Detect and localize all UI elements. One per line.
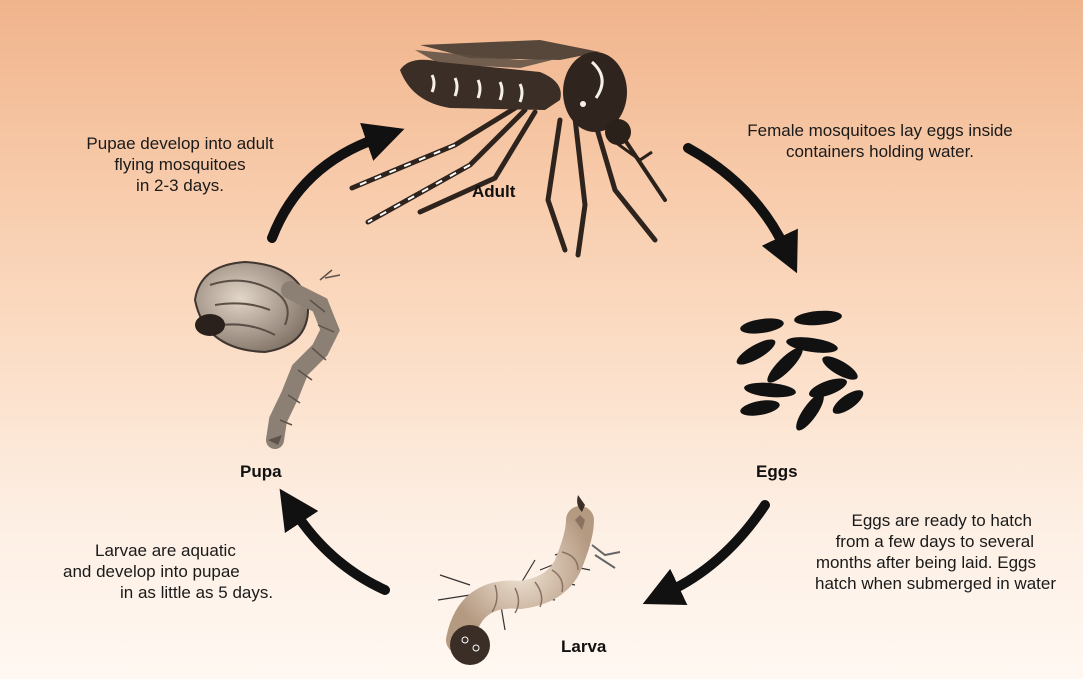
eggs-illustration <box>733 309 866 434</box>
stage-label-larva: Larva <box>561 637 606 657</box>
caption-line: Larvae are aquatic <box>55 540 355 561</box>
caption-line: and develop into pupae <box>55 561 355 582</box>
arrow-adult-to-eggs <box>688 148 785 248</box>
caption-adult-to-eggs: Female mosquitoes lay eggs inside contai… <box>715 120 1045 162</box>
pupa-illustration <box>195 262 340 445</box>
caption-line: hatch when submerged in water <box>720 573 1060 594</box>
stage-label-adult: Adult <box>472 182 515 202</box>
caption-line: from a few days to several <box>720 531 1060 552</box>
caption-line: Female mosquitoes lay eggs inside <box>715 120 1045 141</box>
caption-line: Pupae develop into adult <box>45 133 315 154</box>
cycle-arrows <box>272 138 785 592</box>
caption-larva-to-pupa: Larvae are aquatic and develop into pupa… <box>55 540 355 603</box>
caption-eggs-to-larva: Eggs are ready to hatch from a few days … <box>720 510 1060 594</box>
caption-line: flying mosquitoes <box>45 154 315 175</box>
caption-line: in 2-3 days. <box>45 175 315 196</box>
caption-line: in as little as 5 days. <box>55 582 355 603</box>
adult-mosquito-illustration <box>352 40 665 255</box>
caption-line: months after being laid. Eggs <box>720 552 1060 573</box>
caption-line: containers holding water. <box>715 141 1045 162</box>
caption-line: Eggs are ready to hatch <box>720 510 1060 531</box>
stage-label-eggs: Eggs <box>756 462 798 482</box>
caption-pupa-to-adult: Pupae develop into adult flying mosquito… <box>45 133 315 196</box>
stage-label-pupa: Pupa <box>240 462 282 482</box>
